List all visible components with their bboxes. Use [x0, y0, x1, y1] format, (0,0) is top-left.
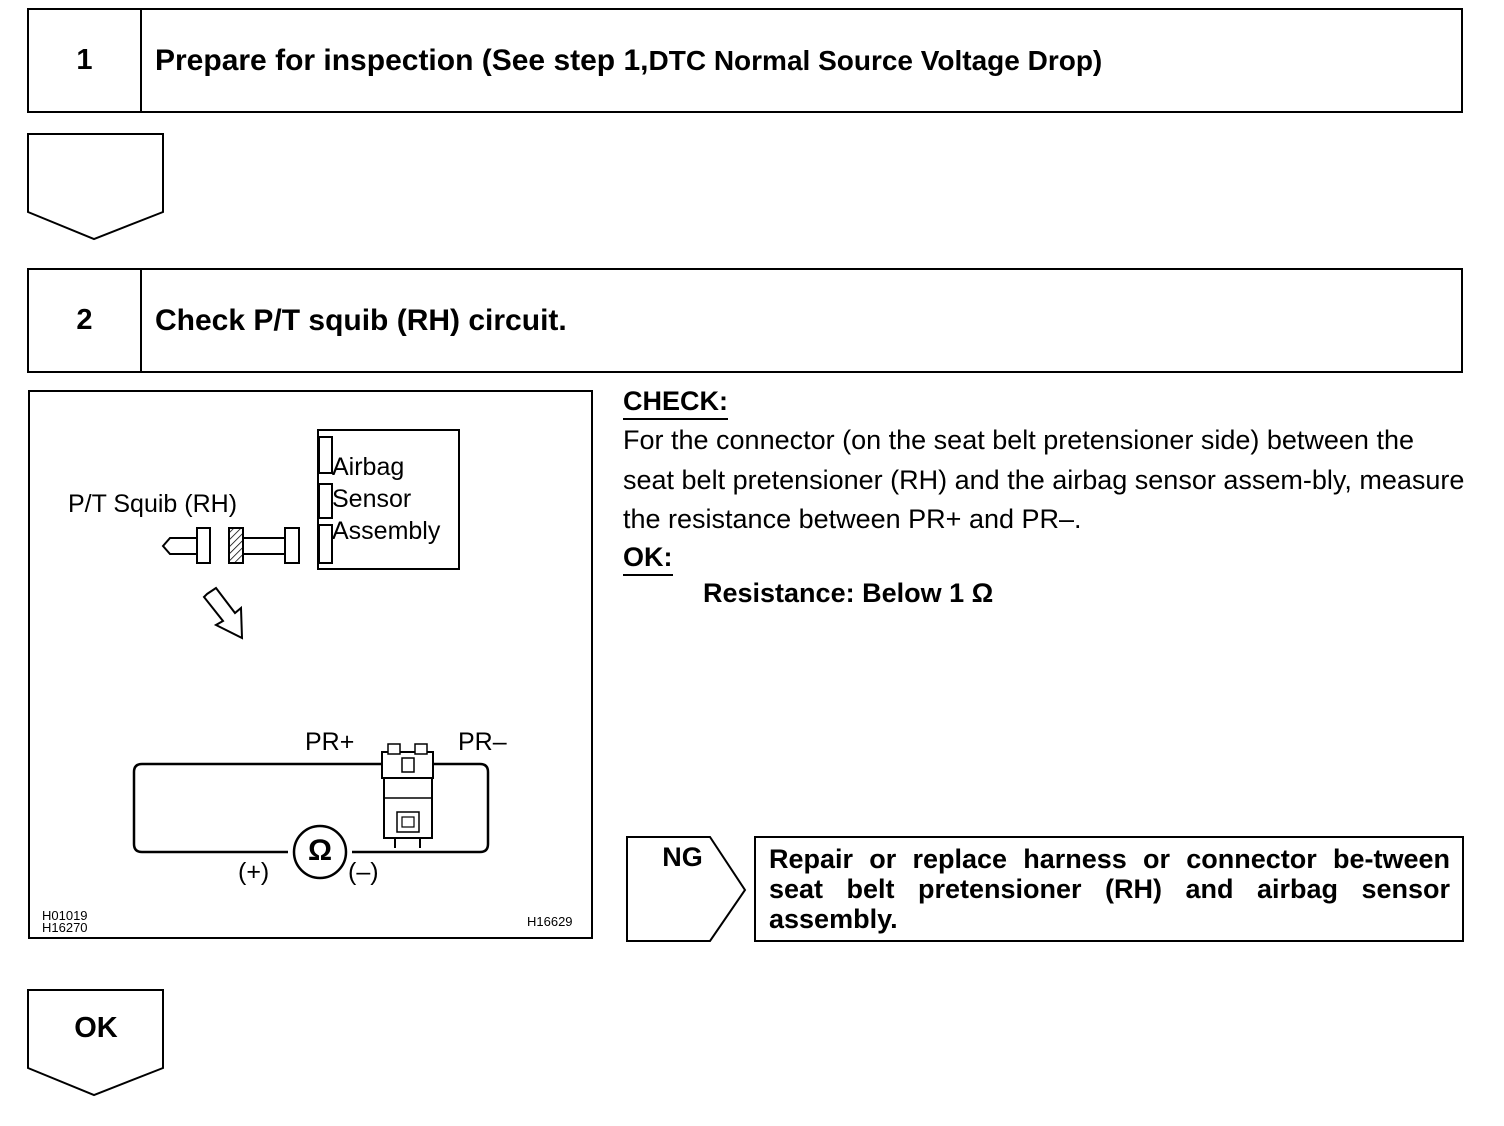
- sensor-label-line-3: Assembly: [332, 517, 441, 545]
- check-section: CHECK: For the connector (on the seat be…: [623, 385, 1465, 609]
- figure-code-left-2: H16270: [42, 920, 88, 935]
- minus-sign-label: (–): [348, 858, 379, 886]
- sensor-label-line-1: Airbag: [332, 453, 405, 481]
- step-2-box: 2 Check P/T squib (RH) circuit.: [27, 268, 1463, 373]
- ok-arrow-icon: [27, 989, 164, 1097]
- step-2-number: 2: [29, 270, 142, 371]
- step-1-box: 1 Prepare for inspection (See step 1, DT…: [27, 8, 1463, 113]
- step-1-number: 1: [29, 10, 142, 111]
- step-1-title-rest: DTC Normal Source Voltage Drop): [648, 44, 1103, 76]
- step-1-title: Prepare for inspection (See step 1, DTC …: [155, 10, 1102, 111]
- check-instructions: For the connector (on the seat belt pret…: [623, 425, 1465, 534]
- squib-label: P/T Squib (RH): [68, 490, 238, 518]
- ok-resistance-value: Resistance: Below 1 Ω: [703, 577, 994, 608]
- ng-label: NG: [662, 842, 703, 872]
- ok-heading: OK:: [623, 541, 673, 576]
- ok-flow-label: OK: [74, 1012, 118, 1044]
- sensor-label-line-2: Sensor: [332, 485, 412, 513]
- figure-code-right: H16629: [527, 914, 573, 929]
- circuit-figure: P/T Squib (RH) Airbag Sensor Assembly PR…: [28, 390, 593, 939]
- step-1-title-bold: Prepare for inspection (See step 1,: [155, 43, 649, 77]
- check-heading: CHECK:: [623, 385, 728, 420]
- figure-code-left-1: H01019: [42, 908, 88, 923]
- circuit-diagram: [132, 429, 490, 880]
- plus-sign-label: (+): [238, 858, 270, 886]
- ng-arrow-icon: [626, 836, 747, 942]
- flow-arrow-icon: [27, 133, 164, 241]
- pr-minus-label: PR–: [458, 728, 507, 756]
- step-2-title: Check P/T squib (RH) circuit.: [155, 303, 567, 337]
- ng-repair-box: Repair or replace harness or connector b…: [754, 836, 1464, 942]
- pr-plus-label: PR+: [305, 728, 355, 756]
- ohm-symbol: Ω: [307, 834, 333, 867]
